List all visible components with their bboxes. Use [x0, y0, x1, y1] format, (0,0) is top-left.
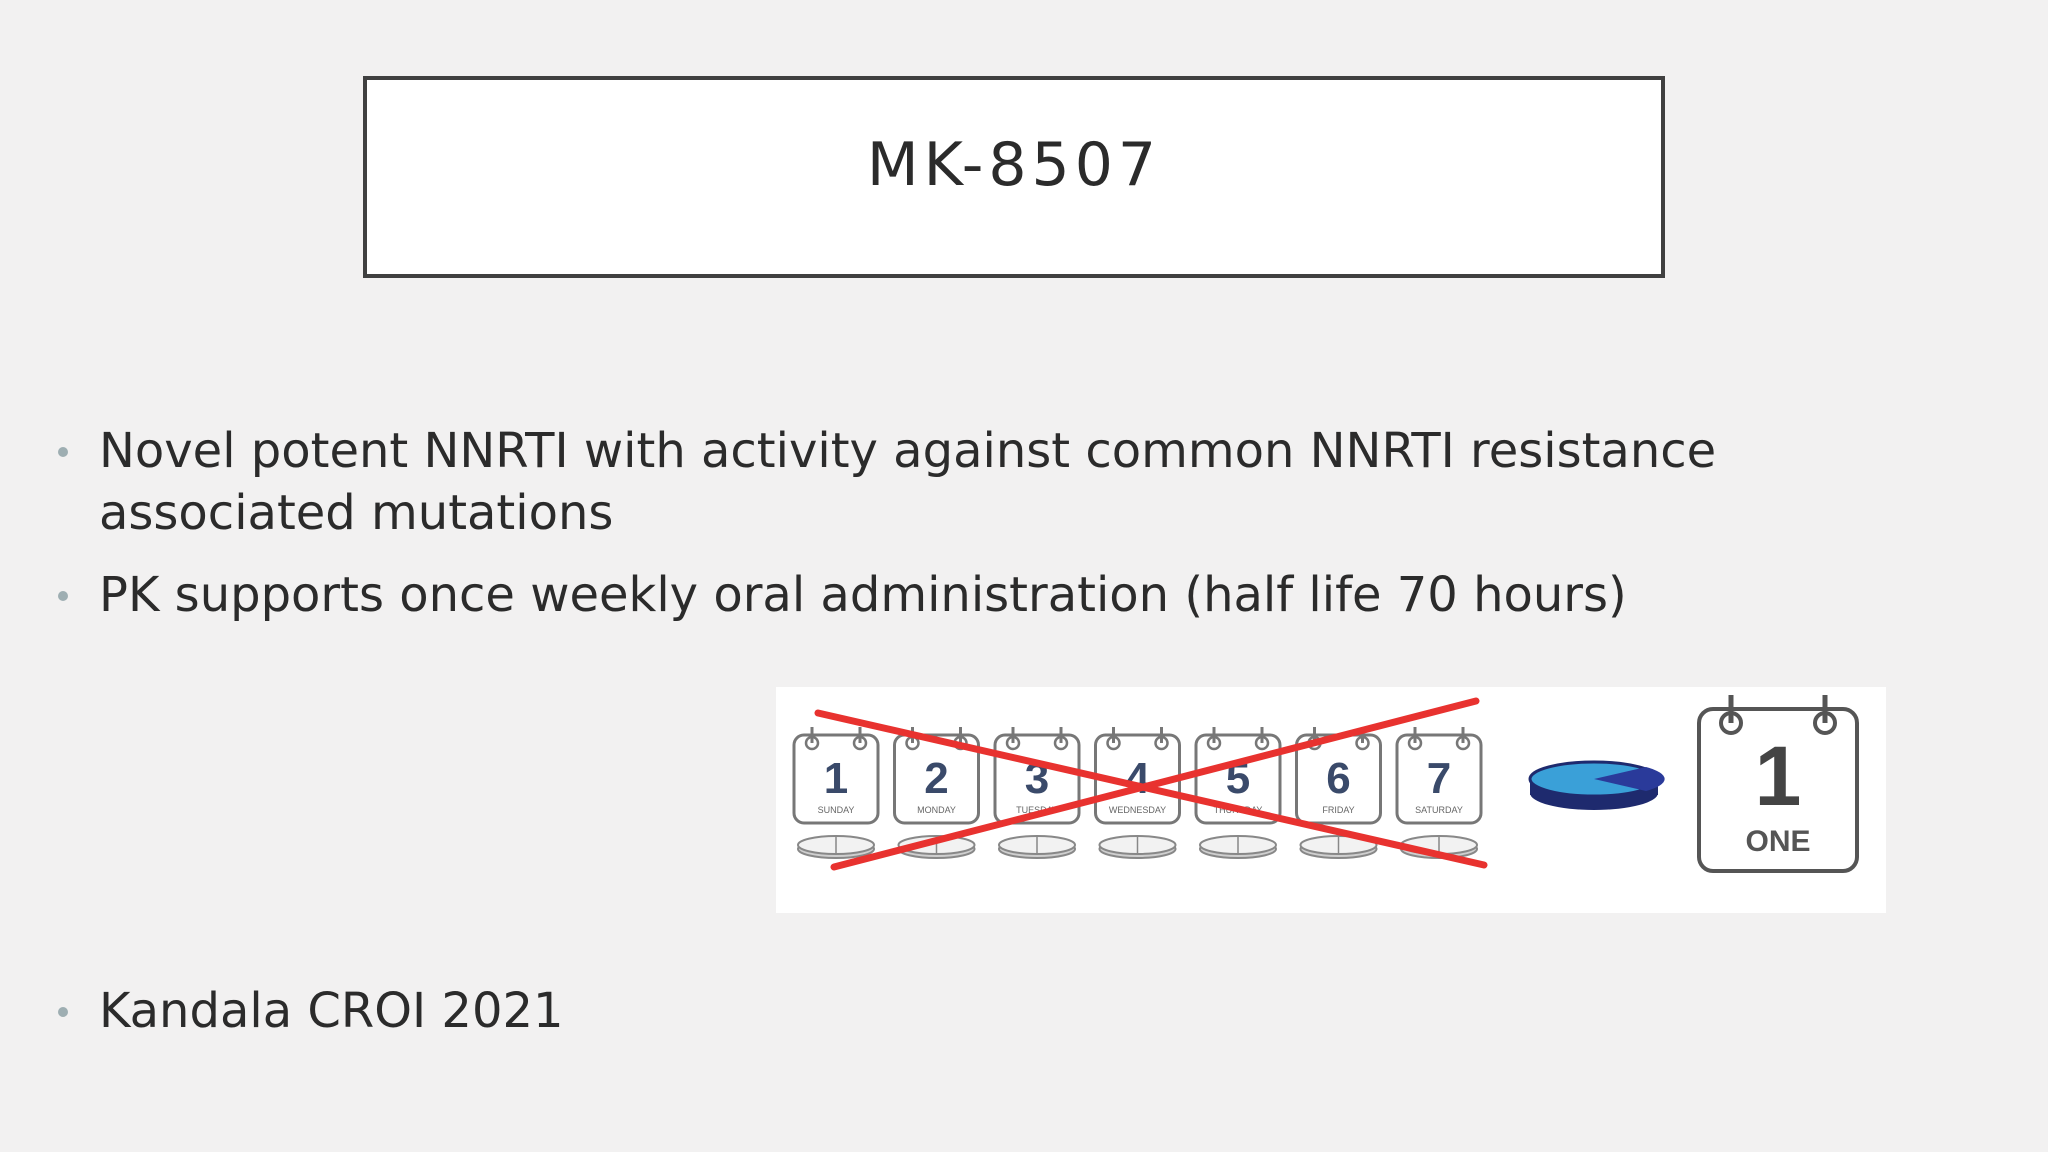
- daily-calendar-day: FRIDAY: [1322, 805, 1354, 815]
- dosing-figure: 1SUNDAY2MONDAY3TUESDAY4WEDNESDAY5THURSDA…: [776, 687, 1886, 913]
- daily-pill-icon: [1299, 835, 1378, 859]
- daily-calendar-day: SUNDAY: [818, 805, 855, 815]
- cross-line-1: [814, 709, 1488, 869]
- cross-line-2: [830, 697, 1480, 871]
- reference-bullet: Kandala CROI 2021: [58, 980, 564, 1042]
- bullet-text-2: PK supports once weekly oral administrat…: [99, 567, 1627, 623]
- bullet-dot-icon: [58, 591, 68, 601]
- daily-pill-icon: [1098, 835, 1177, 859]
- daily-calendars: 1SUNDAY2MONDAY3TUESDAY4WEDNESDAY5THURSDA…: [792, 727, 1483, 825]
- bullet-text-1: Novel potent NNRTI with activity against…: [99, 423, 1717, 541]
- bullet-dot-icon: [58, 1007, 68, 1017]
- daily-pill-icon: [998, 835, 1076, 859]
- daily-calendar-number: 6: [1326, 754, 1350, 803]
- title-box: MK-8507: [363, 76, 1665, 278]
- daily-calendar-number: 4: [1125, 754, 1150, 803]
- dosing-figure-svg: 1SUNDAY2MONDAY3TUESDAY4WEDNESDAY5THURSDA…: [792, 695, 1859, 873]
- bullet-dot-icon: [58, 447, 68, 457]
- weekly-calendar-icon: 1 ONE: [1697, 695, 1859, 873]
- daily-calendar-number: 7: [1427, 754, 1451, 803]
- daily-calendar-day: TUESDAY: [1016, 805, 1058, 815]
- reference-text: Kandala CROI 2021: [99, 983, 564, 1039]
- daily-calendar-number: 2: [924, 754, 948, 803]
- bullet-item-2: PK supports once weekly oral administrat…: [58, 564, 1958, 626]
- daily-pill-icon: [1199, 835, 1277, 859]
- bullet-item-1: Novel potent NNRTI with activity against…: [58, 420, 1958, 544]
- daily-pill-icon: [797, 835, 875, 859]
- weekly-calendar-label: ONE: [1745, 825, 1810, 858]
- weekly-calendar-number: 1: [1755, 729, 1802, 823]
- daily-calendar-day: MONDAY: [917, 805, 956, 815]
- daily-calendar-day: WEDNESDAY: [1109, 805, 1166, 815]
- bullet-list: Novel potent NNRTI with activity against…: [58, 420, 1958, 646]
- daily-calendar-number: 1: [824, 754, 848, 803]
- daily-calendar-day: SATURDAY: [1415, 805, 1463, 815]
- weekly-pill-icon: [1528, 760, 1665, 810]
- slide-title: MK-8507: [866, 130, 1162, 200]
